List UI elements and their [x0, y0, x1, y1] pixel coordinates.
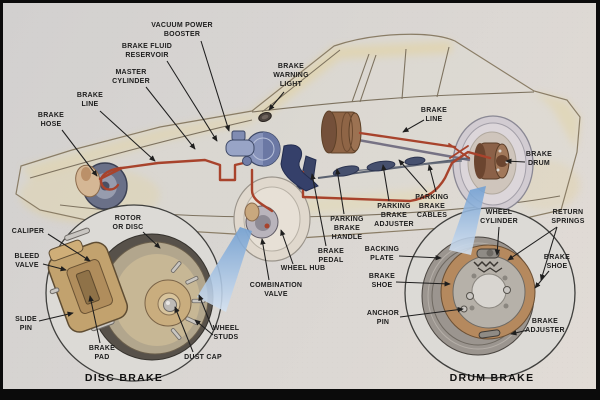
rear-axle-drum [321, 110, 471, 162]
label-wheel-hub: WHEEL HUB [280, 265, 326, 272]
label-brake-line-right: BRAKE LINE [420, 107, 448, 123]
label-combination-valve: COMBINATION VALVE [249, 282, 303, 298]
warning-light-part [258, 111, 272, 123]
label-brake-drum: BRAKE DRUM [525, 151, 553, 167]
front-hub-detail [233, 176, 311, 262]
frame-bottom [0, 389, 600, 400]
label-wheel-studs: WHEEL STUDS [212, 325, 240, 341]
brake-adjuster-part [478, 329, 501, 339]
label-brake-adjuster: BRAKE ADJUSTER [525, 318, 565, 334]
frame-left [0, 0, 3, 400]
disc-brake-title: DISC BRAKE [84, 372, 164, 384]
master-cylinder-part [225, 139, 255, 157]
label-caliper: CALIPER [11, 228, 45, 235]
label-dust-cap: DUST CAP [184, 354, 222, 361]
label-bleed-valve: BLEED VALVE [14, 253, 40, 269]
label-brake-pad: BRAKE PAD [88, 345, 116, 361]
label-brake-pedal: BRAKE PEDAL [317, 248, 345, 264]
label-brake-shoe-left: BRAKE SHOE [368, 273, 396, 289]
booster-master-cylinder [225, 111, 319, 192]
label-brake-warning-light: BRAKE WARNING LIGHT [273, 63, 309, 88]
brake-lines [98, 131, 492, 213]
label-wheel-cylinder: WHEEL CYLINDER [480, 209, 518, 225]
bleed-valve-part [49, 287, 60, 295]
label-return-springs: RETURN SPRINGS [551, 209, 585, 225]
label-master-cylinder: MASTER CYLINDER [112, 69, 150, 85]
label-parking-brake-cables: PARKING BRAKE CABLES [415, 194, 449, 219]
dust-cap-part [163, 298, 177, 312]
reservoir-part [231, 130, 246, 141]
rear-wheel [452, 115, 534, 213]
label-brake-shoe-right: BRAKE SHOE [543, 254, 571, 270]
label-anchor-pin: ANCHOR PIN [366, 310, 400, 326]
disc-brake-detail [47, 227, 214, 361]
drum-brake-title: DRUM BRAKE [449, 372, 535, 384]
frame-right [596, 0, 600, 400]
callout-wedges [197, 186, 486, 312]
label-rotor-or-disc: ROTOR OR DISC [112, 215, 144, 231]
frame-top [0, 0, 600, 3]
return-spring-part [473, 260, 499, 268]
drum-brake-detail [421, 236, 536, 356]
label-brake-line-left: BRAKE LINE [76, 92, 104, 108]
label-vacuum-power-booster: VACUUM POWER BOOSTER [151, 22, 213, 38]
label-brake-hose: BRAKE HOSE [37, 112, 65, 128]
label-slide-pin: SLIDE PIN [15, 316, 37, 332]
leader-arrows [38, 40, 558, 353]
label-parking-brake-handle: PARKING BRAKE HANDLE [330, 216, 364, 241]
label-parking-brake-adjuster: PARKING BRAKE ADJUSTER [374, 203, 414, 228]
label-brake-fluid-reservoir: BRAKE FLUID RESERVOIR [121, 43, 173, 59]
label-backing-plate: BACKING PLATE [364, 246, 400, 262]
